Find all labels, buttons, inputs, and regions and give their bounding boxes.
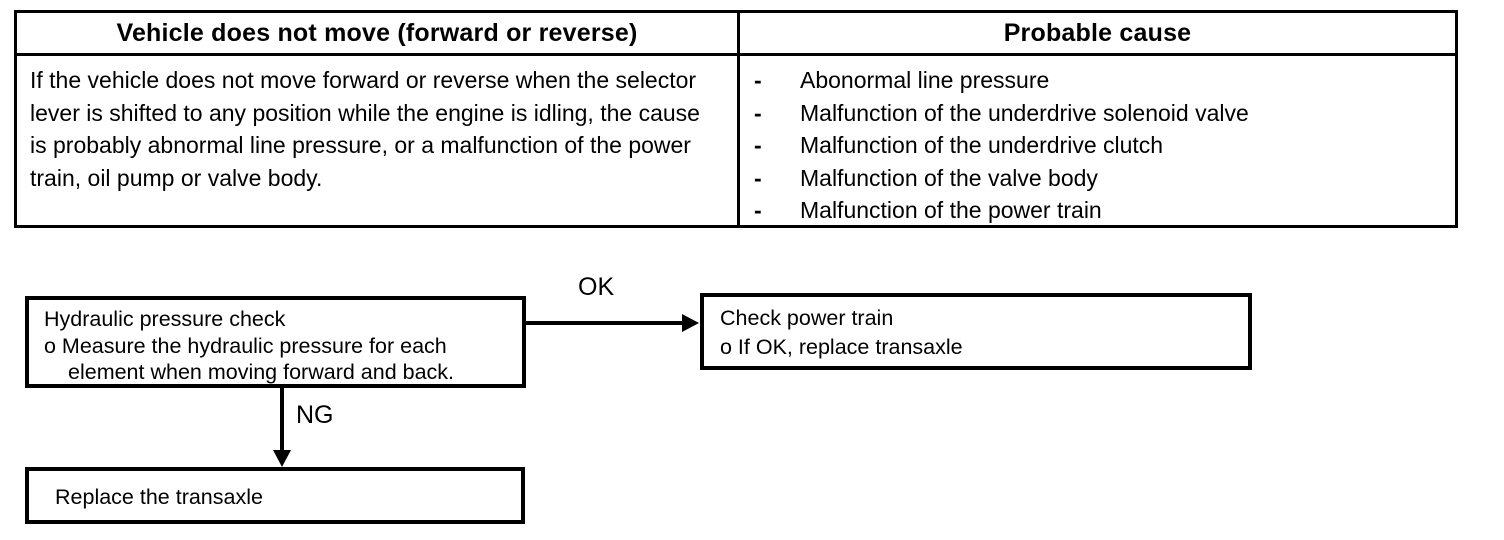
probable-cause-item: - Malfunction of the valve body [754,162,1445,195]
probable-cause-item: - Malfunction of the underdrive solenoid… [754,97,1445,130]
probable-cause-text: Malfunction of the underdrive clutch [800,132,1164,158]
dash-bullet-icon: - [754,99,762,126]
probable-cause-item: - Malfunction of the power train [754,194,1445,227]
probable-cause-header-cell: Probable cause [740,13,1455,56]
ng-arrow-line [280,388,284,451]
flow-step-detail-line: o Measure the hydraulic pressure for eac… [44,333,447,358]
ok-branch-label: OK [578,273,615,301]
probable-cause-text: Malfunction of the power train [800,197,1102,223]
probable-cause-item: - Abonormal line pressure [754,64,1445,97]
diagnosis-table: Vehicle does not move (forward or revers… [14,10,1458,228]
flow-step-title: Replace the transaxle [55,485,263,509]
dash-bullet-icon: - [754,197,762,223]
flow-step-title: Check power train [720,306,894,330]
ng-branch-label: NG [296,401,334,429]
ok-arrow-line [526,321,684,325]
flow-step-hydraulic-pressure-check: Hydraulic pressure check o Measure the h… [25,296,526,388]
probable-cause-item: - Malfunction of the underdrive clutch [754,129,1445,162]
dash-bullet-icon: - [754,132,762,158]
dash-bullet-icon: - [754,164,762,191]
ng-arrow-head-icon [273,450,291,467]
symptom-description-cell: If the vehicle does not move forward or … [17,56,740,227]
probable-cause-text: Malfunction of the underdrive solenoid v… [800,99,1249,126]
dash-bullet-icon: - [754,67,762,93]
probable-cause-text: Abonormal line pressure [800,67,1050,93]
probable-cause-list: - Abonormal line pressure - Malfunction … [740,56,1455,227]
symptom-header-cell: Vehicle does not move (forward or revers… [17,13,740,56]
flow-step-title: Hydraulic pressure check [44,307,286,331]
flow-step-detail-line: element when moving forward and back. [68,360,455,384]
ok-arrow-head-icon [682,314,699,332]
flow-step-replace-transaxle: Replace the transaxle [25,467,525,524]
flow-step-check-power-train: Check power train o If OK, replace trans… [700,293,1252,370]
probable-cause-text: Malfunction of the valve body [800,164,1098,191]
flow-step-detail-line: o If OK, replace transaxle [720,334,963,359]
